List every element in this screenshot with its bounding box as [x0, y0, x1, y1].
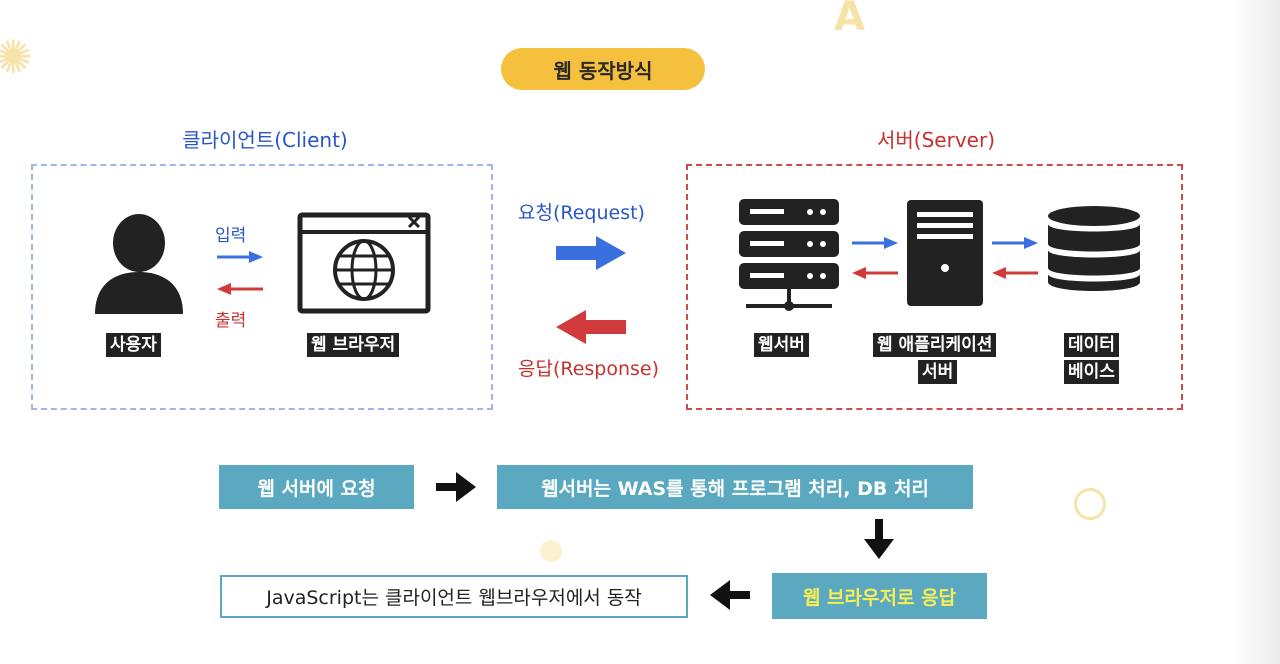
- user-label: 사용자: [106, 333, 161, 357]
- response-label: 응답(Response): [518, 358, 660, 380]
- input-label: 입력: [215, 226, 247, 246]
- decor-sun-icon: ✺: [0, 30, 33, 84]
- request-label: 요청(Request): [518, 202, 645, 224]
- request-arrow-icon: [556, 236, 626, 270]
- decor-dot-icon: [540, 540, 562, 562]
- flow-arrow-right-icon: [436, 472, 476, 502]
- page-title: 웹 동작방식: [501, 48, 705, 90]
- browser-label: 웹 브라우저: [307, 333, 400, 357]
- input-arrow-icon: [217, 251, 263, 263]
- server-section-label: 서버(Server): [877, 128, 995, 152]
- flow-step-request: 웹 서버에 요청: [219, 465, 414, 509]
- decor-letter-icon: A: [834, 0, 865, 40]
- ws-to-was-arrow-icon: [852, 237, 898, 249]
- flow-step-javascript: JavaScript는 클라이언트 웹브라우저에서 동작: [220, 575, 688, 618]
- db-label-line1: 데이터: [1064, 333, 1119, 357]
- webserver-label: 웹서버: [754, 333, 809, 357]
- flow-step-process: 웹서버는 WAS를 통해 프로그램 처리, DB 처리: [497, 465, 973, 509]
- decor-circle-icon: [1074, 488, 1106, 520]
- was-to-ws-arrow-icon: [852, 267, 898, 279]
- output-label: 출력: [215, 311, 247, 331]
- database-icon: [1048, 206, 1140, 291]
- browser-globe-icon: [297, 212, 431, 314]
- client-section-label: 클라이언트(Client): [182, 128, 348, 152]
- was-label-line1: 웹 애플리케이션: [873, 333, 997, 357]
- flow-arrow-left-icon: [710, 580, 750, 610]
- response-arrow-icon: [556, 310, 626, 344]
- flow-arrow-down-icon: [864, 519, 894, 559]
- was-to-db-arrow-icon: [992, 237, 1038, 249]
- edge-shade: [1230, 0, 1280, 664]
- db-to-was-arrow-icon: [992, 267, 1038, 279]
- output-arrow-icon: [217, 283, 263, 295]
- flow-step-response: 웹 브라우저로 응답: [772, 573, 987, 619]
- client-box: [31, 164, 493, 410]
- db-label-line2: 베이스: [1064, 360, 1119, 384]
- was-label-line2: 서버: [918, 360, 958, 384]
- server-box: [686, 164, 1183, 410]
- server-tower-icon: [907, 200, 983, 306]
- user-silhouette-icon: [95, 214, 183, 314]
- server-rack-icon: [739, 199, 839, 311]
